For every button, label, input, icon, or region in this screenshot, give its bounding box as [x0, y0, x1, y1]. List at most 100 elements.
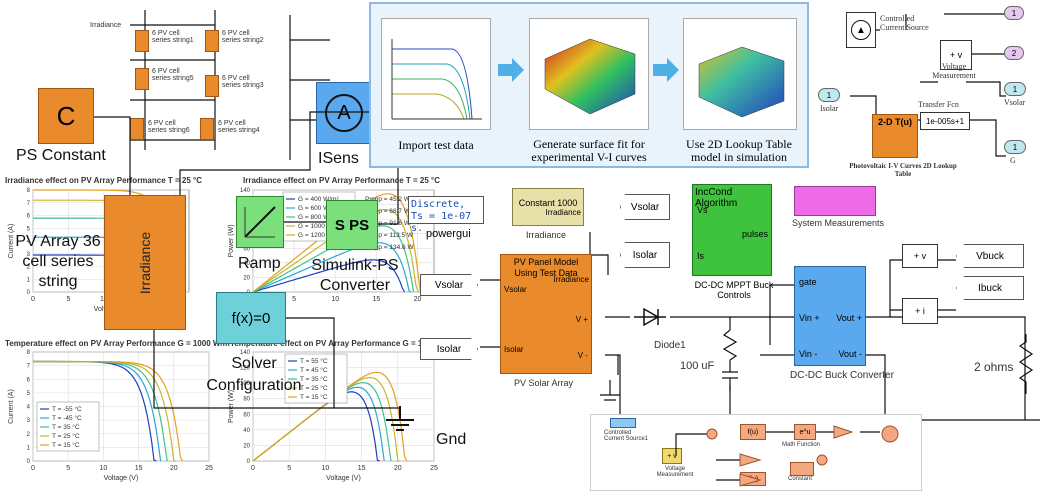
ramp-icon — [244, 206, 276, 238]
isolar-out-tag[interactable]: Isolar — [420, 338, 478, 360]
series-line — [252, 259, 406, 293]
capacitor-icon — [722, 330, 738, 390]
bottom-exp[interactable]: e^u — [794, 424, 816, 440]
pv-string-1[interactable] — [135, 30, 149, 52]
x-tick-label: 25 — [430, 465, 438, 472]
powergui-block[interactable]: Discrete, Ts = 1e-07 s. — [408, 196, 484, 234]
x-tick-label: 10 — [100, 296, 108, 303]
legend-label: T = 25 °C — [52, 432, 80, 440]
isolar-port-label: Isolar — [820, 104, 839, 113]
vm-block[interactable]: + v — [940, 40, 972, 70]
bottom-vm[interactable]: + v — [662, 448, 682, 464]
mppt-is: Is — [697, 251, 705, 261]
workflow-panel: Import test data Generate surface fit fo… — [369, 2, 809, 168]
pv-model-irr: Irradiance — [553, 275, 589, 284]
bottom-ccs[interactable] — [610, 418, 636, 428]
legend-label: G = 800 W/m² — [298, 214, 339, 221]
mppt-title: IncCond Algorithm — [695, 187, 738, 209]
x-tick-label: 5 — [287, 465, 291, 472]
y-tick-label: 8 — [27, 350, 31, 356]
ps-constant-block[interactable]: C — [38, 88, 94, 144]
pv-string-2-label: 6 PV cell series string2 — [222, 30, 264, 44]
solver-block[interactable]: f(x)=0 — [216, 292, 286, 344]
powergui-label: powergui — [426, 228, 471, 240]
port-top-1[interactable]: 1 — [1004, 6, 1024, 20]
workflow-arrow-2 — [653, 58, 679, 82]
workflow-step-3: Use 2D Lookup Table model in simulation — [686, 137, 792, 164]
pv-string-6-label: 6 PV cell series string6 — [148, 120, 190, 134]
vsolar-out-tag[interactable]: Vsolar — [420, 274, 478, 296]
pv-string-4-label: 6 PV cell series string4 — [218, 120, 260, 134]
pv-string-5[interactable] — [135, 68, 149, 90]
bottom-constant[interactable] — [790, 462, 814, 476]
workflow-thumb-2 — [529, 18, 649, 130]
ccs-block[interactable]: ▲ — [846, 12, 876, 48]
sysmeas-block[interactable] — [794, 186, 876, 216]
bottom-vm-label: Voltage Measurement — [656, 466, 694, 478]
gnd-label: Gnd — [436, 431, 467, 448]
mppt-pulses: pulses — [741, 229, 768, 239]
irradiance-tag: Irradiance — [90, 22, 122, 29]
diode-label: Diode1 — [654, 340, 686, 351]
constant-value: Constant 1000 — [518, 197, 578, 208]
y-tick-label: 100 — [240, 381, 251, 387]
y-tick-label: 40 — [243, 261, 250, 267]
y-tick-label: 8 — [27, 188, 31, 194]
x-axis-label: Voltage (V) — [326, 475, 361, 482]
vsolar-port-label: Vsolar — [1004, 98, 1026, 107]
x-tick-label: 15 — [373, 296, 381, 303]
sps-block[interactable]: S PS — [326, 200, 378, 250]
buck-block[interactable]: gate Vin + Vin - Vout + Vout - — [794, 266, 866, 366]
vbuck-tag[interactable]: Vbuck — [956, 244, 1024, 268]
pv-string-3-label: 6 PV cell series string3 — [222, 75, 264, 89]
surface-fit-icon — [544, 38, 636, 115]
pv-model-isolar: Isolar — [504, 345, 524, 354]
x-axis-label: Voltage (V) — [104, 475, 139, 482]
y-axis-label: Power (W) — [228, 390, 235, 423]
port-top-2[interactable]: 2 — [1004, 46, 1024, 60]
pv-string-2[interactable] — [205, 30, 219, 52]
vsolar-tag[interactable]: Vsolar — [620, 194, 670, 220]
mppt-block[interactable]: IncCond Algorithm Vs Is pulses — [692, 184, 772, 276]
y-tick-label: 2 — [27, 265, 31, 271]
vbuck-meter[interactable]: + v — [902, 244, 938, 268]
ramp-label: Ramp — [238, 255, 281, 272]
pv-string-4[interactable] — [200, 118, 214, 140]
y-tick-label: 0 — [247, 459, 251, 465]
pv-string-3[interactable] — [205, 75, 219, 97]
transfer-block[interactable]: 1e-005s+1 — [920, 112, 970, 130]
g-port[interactable]: 1 — [1004, 140, 1026, 154]
vsolar-port[interactable]: 1 — [1004, 82, 1026, 96]
sysmeas-label: System Measurements — [792, 218, 885, 228]
pmpp-label: Pmpp = 68.7 W — [365, 208, 411, 215]
x-tick-label: 20 — [394, 465, 402, 472]
y-tick-label: 120 — [240, 366, 251, 372]
legend-label: G = 400 W/m² — [298, 196, 339, 203]
pv-model-block[interactable]: PV Panel Model Using Test Data Irradianc… — [500, 254, 592, 374]
temp-current-title: Temperature effect on PV Array Performan… — [5, 339, 233, 348]
y-axis-label: Current (A) — [8, 224, 15, 259]
y-tick-label: 4 — [27, 405, 31, 411]
y-tick-label: 7 — [27, 201, 31, 207]
legend-label: G = 600 W/m² — [298, 205, 339, 212]
isense-block[interactable]: A — [316, 82, 372, 144]
y-tick-label: 3 — [27, 418, 31, 424]
lookup-block[interactable]: 2-D T(u) — [872, 114, 918, 158]
isolar-tag[interactable]: Isolar — [620, 242, 670, 268]
legend-label: T = 35 °C — [300, 375, 328, 383]
pv-model-vsolar: Vsolar — [504, 285, 527, 294]
pv-model-title: PV Panel Model Using Test Data — [513, 257, 579, 278]
x-tick-label: 5 — [67, 296, 71, 303]
workflow-step-2: Generate surface fit for experimental V-… — [531, 137, 647, 164]
isolar-port[interactable]: 1 — [818, 88, 840, 102]
legend-label: T = 15 °C — [52, 441, 80, 449]
ibuck-meter[interactable]: + i — [902, 298, 938, 324]
pv-array-block[interactable]: Irradiance — [104, 195, 186, 330]
constant-block[interactable]: Constant 1000 Irradiance — [512, 188, 584, 226]
pmpp-label: Pmpp = 113.5 W — [365, 232, 414, 239]
ramp-block[interactable] — [236, 196, 284, 248]
workflow-arrow-1 — [498, 58, 524, 82]
ibuck-tag[interactable]: Ibuck — [956, 276, 1024, 300]
y-tick-label: 6 — [27, 377, 31, 383]
bottom-f1[interactable]: f(u) — [740, 424, 766, 440]
